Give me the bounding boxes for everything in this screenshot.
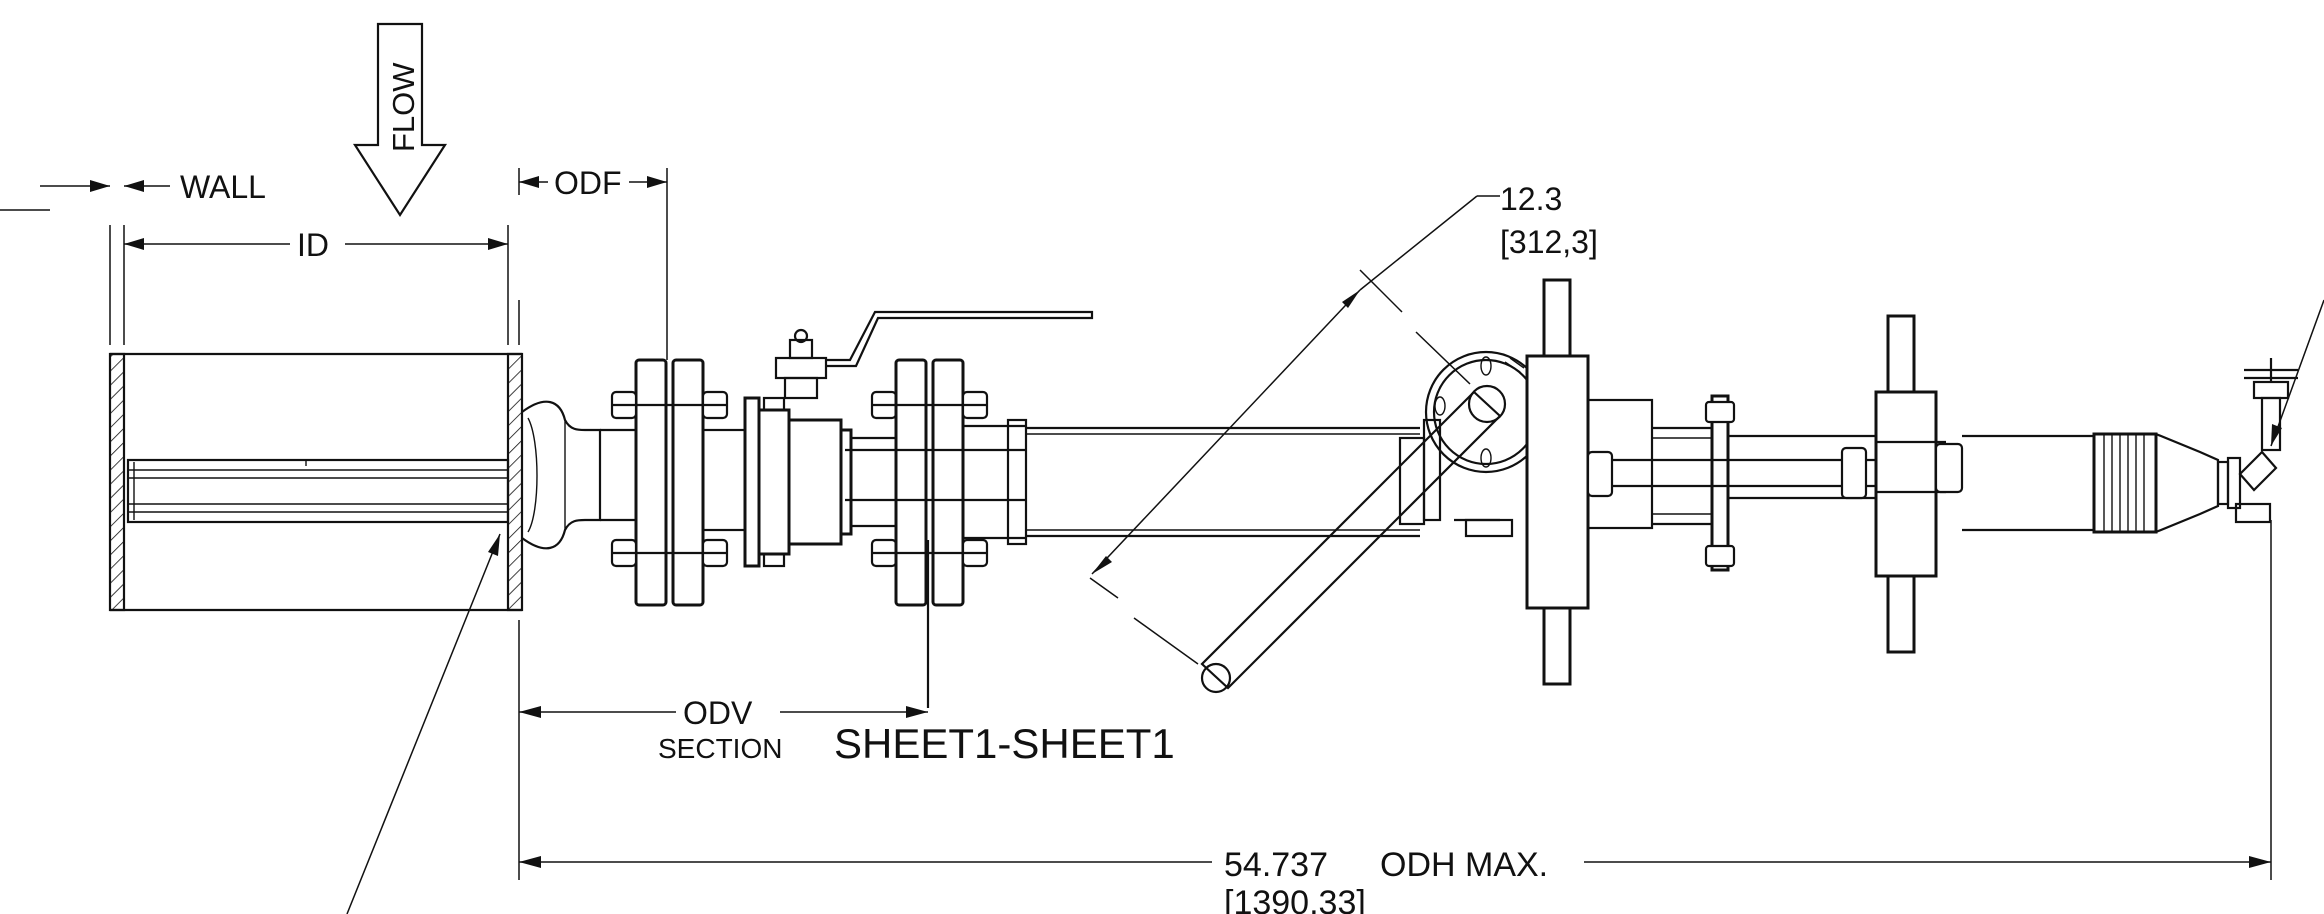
handwheel-2 bbox=[1874, 314, 1964, 654]
odf-dimension: ODF bbox=[518, 165, 668, 360]
odv-label: ODV bbox=[683, 695, 753, 731]
flow-label: FLOW bbox=[386, 62, 421, 152]
leader-lines bbox=[346, 299, 2324, 914]
pipe-section bbox=[108, 352, 524, 612]
section-label: SECTION SHEET1-SHEET1 bbox=[658, 720, 1175, 767]
flange-pair-1 bbox=[610, 358, 747, 607]
overall-dimension-mm: [1390,33] bbox=[1224, 884, 1366, 914]
section-name: SHEET1-SHEET1 bbox=[834, 720, 1175, 767]
angle-dimension-inches: 12.3 bbox=[1500, 181, 1562, 217]
overall-dimension-note: ODH MAX. bbox=[1380, 846, 1548, 884]
flange-pair-2 bbox=[870, 358, 989, 708]
wall-label: WALL bbox=[180, 169, 266, 205]
odv-dimension: ODV bbox=[518, 620, 928, 880]
ball-valve bbox=[743, 310, 1094, 568]
section-word: SECTION bbox=[658, 733, 782, 764]
odf-label: ODF bbox=[554, 165, 622, 201]
probe-spool bbox=[845, 418, 1442, 546]
retractor-body bbox=[1454, 278, 1876, 686]
packing-gland bbox=[1200, 350, 1548, 694]
id-dimension: ID bbox=[124, 225, 509, 345]
flow-arrow: FLOW bbox=[352, 22, 448, 218]
wall-dimension: WALL bbox=[0, 169, 266, 345]
nozzle-swage bbox=[521, 400, 636, 550]
id-label: ID bbox=[297, 227, 329, 263]
tail-section bbox=[1962, 358, 2298, 534]
angle-dimension: 12.3 [312,3] bbox=[1089, 181, 1598, 665]
overall-dimension: 54.737 ODH MAX. [1390,33] bbox=[519, 520, 2272, 914]
angle-dimension-mm: [312,3] bbox=[1500, 224, 1598, 260]
overall-dimension-inches: 54.737 bbox=[1224, 846, 1328, 884]
